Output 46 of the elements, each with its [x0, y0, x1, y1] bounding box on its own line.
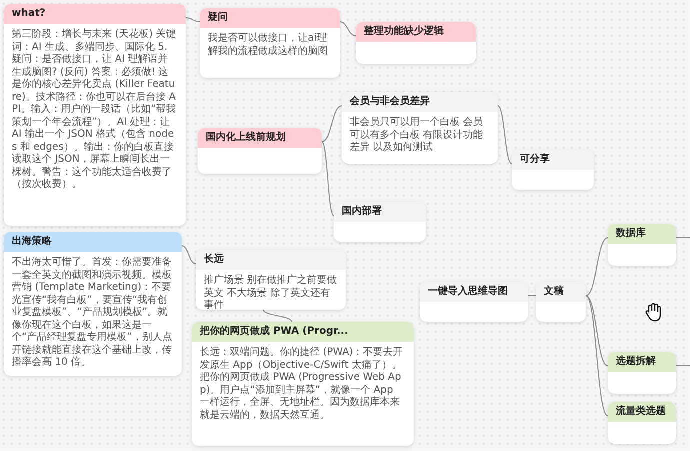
card-body-text: 长远：双端问题。你的捷径 (PWA)：不要去开发原生 App（Objective-C/Swift 太痛了）。把你的网页做成 PWA (Progressive Web App)。用户点“添加到主屏幕”，就像一个 App 一样运行，全屏、无地址栏。因为数据库本来就是云端的，数据天然互通。	[199, 346, 404, 422]
topic-card	[608, 352, 676, 394]
topic-card	[334, 202, 426, 242]
topic-card	[608, 402, 676, 444]
connector-line	[182, 246, 196, 264]
connector-line	[340, 22, 356, 36]
connector-line	[322, 106, 342, 142]
card-title: 出海策略	[4, 232, 182, 252]
card-title: 流量类选题	[608, 402, 676, 422]
connector-line	[186, 18, 200, 22]
topic-card	[512, 150, 594, 190]
card-title: 把你的网页做成 PWA (Progr...	[192, 322, 414, 342]
topic-card	[4, 4, 186, 226]
topic-card	[4, 232, 182, 376]
card-title: 国内部署	[334, 202, 426, 222]
card-title: 一键导入思维导图	[420, 282, 528, 302]
card-title: 整理功能缺少逻辑	[356, 22, 476, 42]
connector-line	[322, 142, 334, 216]
connector-line	[498, 106, 512, 164]
card-title: 文稿	[536, 282, 586, 302]
card-title: 长远	[196, 250, 346, 270]
card-body-text: 不出海太可惜了。首发：你需要准备一套全英文的截图和演示视频。模板营销 (Template Marketing)：不要光宣传“我有白板”，要宣传“我有创业复盘模板”、“产品规划模板”。就像你现在这个白板，如果这是一个“产品经理复盘专用模板”，别人点开链接就能直接在这个基础上改，传播率会高 10 倍。	[11, 256, 174, 370]
connector-line	[586, 238, 608, 296]
topic-card	[200, 8, 340, 78]
card-title: 可分享	[512, 150, 594, 170]
connector-line	[263, 310, 292, 322]
card-title: what?	[4, 4, 186, 24]
topic-card	[420, 282, 528, 322]
topic-card	[192, 322, 414, 446]
topic-card	[198, 128, 322, 174]
topic-card	[196, 250, 346, 310]
topic-card	[536, 282, 586, 322]
topic-card	[608, 224, 676, 266]
card-title: 数据库	[608, 224, 676, 244]
connector-line	[586, 296, 608, 416]
topic-card	[356, 22, 476, 64]
card-title: 国内化上线前规划	[198, 128, 322, 148]
card-body-text: 我是否可以做接口，让ai理解我的流程做成这样的脑图	[207, 32, 329, 58]
card-body-text: 非会员只可以用一个白板 会员可以有多个白板 有限设计功能差异 以及如何测试	[349, 116, 484, 155]
connector-line	[586, 296, 608, 366]
card-title: 选题拆解	[608, 352, 676, 372]
card-title: 会员与非会员差异	[342, 92, 498, 112]
card-body-text: 第三阶段：增长与未来 (天花板) 关键词：AI 生成、多端同步、国际化 5. 疑问：是否做接口，让 AI 理解语并生成脑图? (反问) 答案：必须做! 这是你的核心差异化卖点 (Killer Feature)。技术路径：你也可以在后台接 API。输入：用户的一段话（比如“帮我策划一个年会流程”）。AI 处理：让 AI 输出一个 JSON 格式（包含 nodes 和 edges）。输出：你的白板直接读取这个 JSON，屏幕上瞬间长出一棵树。警告：这个功能太适合收费了（按次收费）。	[11, 28, 178, 192]
card-body-text: 推广场景 别在做推广之前要做英文 不大场景 除了英文还有事件	[203, 274, 338, 310]
card-title: 疑问	[200, 8, 340, 28]
topic-card	[342, 92, 498, 164]
